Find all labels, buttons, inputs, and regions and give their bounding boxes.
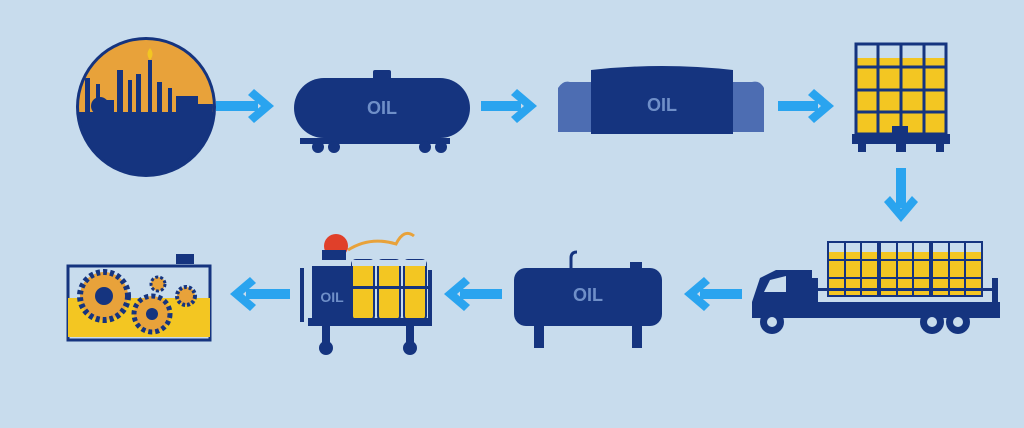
site-tank-icon: OIL [514, 250, 662, 348]
arrow-right-icon [778, 89, 834, 123]
gearbox-icon [66, 254, 212, 342]
arrow-right-icon [481, 89, 537, 123]
arrow-left-icon [230, 277, 290, 311]
arrow-right-icon [216, 89, 274, 123]
storage-tank-icon: OIL [558, 66, 764, 134]
arrow-down-icon [884, 168, 918, 222]
ibc-container-icon [852, 42, 950, 152]
oil-cart-icon: OIL [300, 231, 432, 355]
site-tank-label: OIL [573, 285, 603, 305]
refinery-icon [76, 37, 216, 177]
cart-label: OIL [320, 289, 344, 305]
arrow-left-icon [444, 277, 502, 311]
rail-tank-label: OIL [367, 98, 397, 118]
storage-tank-label: OIL [647, 95, 677, 115]
rail-tank-car-icon: OIL [294, 70, 470, 153]
truck-icon [752, 241, 1000, 334]
arrow-left-icon [684, 277, 742, 311]
